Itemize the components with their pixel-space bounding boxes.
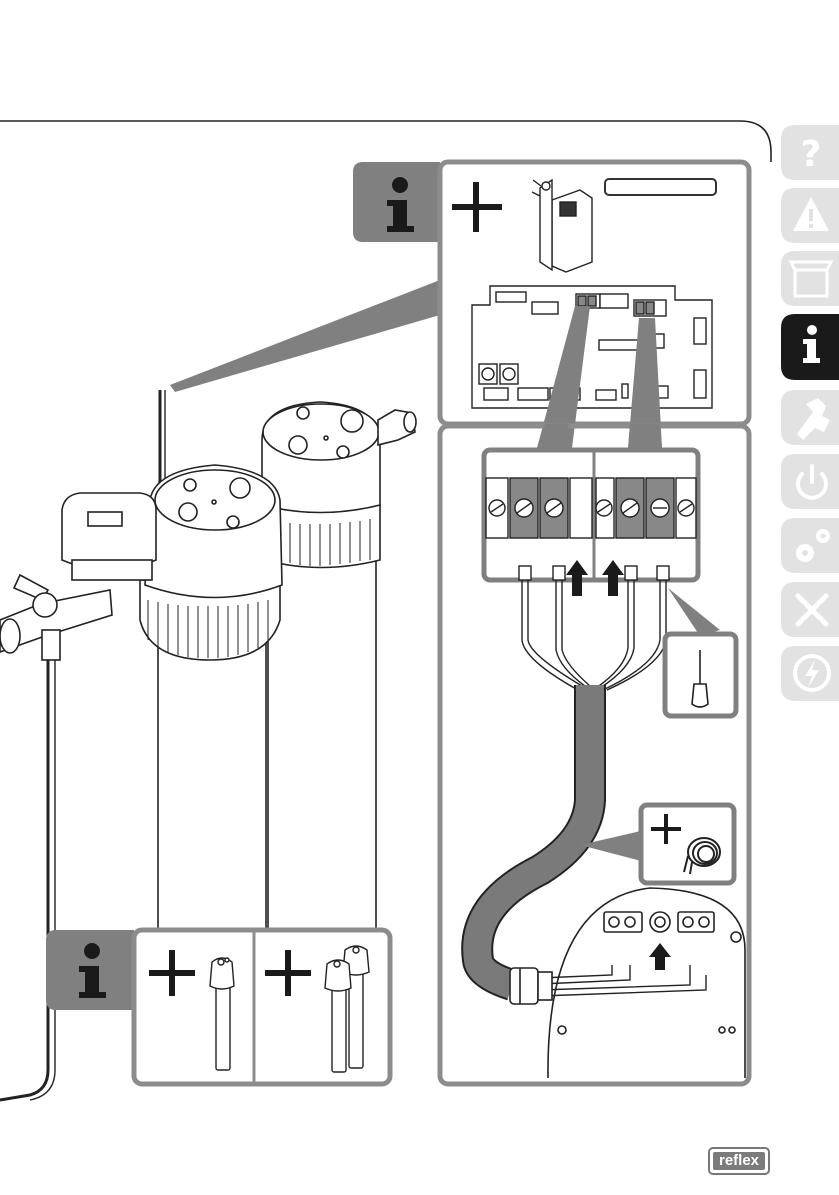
question-icon: ? bbox=[801, 134, 822, 175]
circuit-board bbox=[472, 286, 712, 408]
model-label-box bbox=[604, 178, 717, 196]
terminal-zoom-box bbox=[484, 450, 698, 580]
page-frame-line bbox=[0, 121, 771, 162]
tab-safety[interactable] bbox=[781, 188, 839, 243]
tab-unpacking[interactable] bbox=[781, 251, 839, 306]
tab-settings[interactable] bbox=[781, 518, 839, 573]
side-nav: ? bbox=[781, 125, 839, 701]
cable-gland bbox=[510, 968, 552, 1004]
tab-help[interactable]: ? bbox=[781, 125, 839, 180]
wires bbox=[519, 566, 669, 690]
brand-logo-text: reflex bbox=[713, 1152, 765, 1170]
tab-info[interactable] bbox=[781, 314, 839, 380]
tab-faults[interactable] bbox=[781, 646, 839, 701]
tab-installation[interactable] bbox=[781, 390, 839, 445]
tab-commissioning[interactable] bbox=[781, 454, 839, 509]
ferrule-callout-wedge bbox=[668, 588, 720, 636]
cable-callout-box bbox=[641, 805, 734, 883]
brand-logo: reflex bbox=[708, 1147, 770, 1175]
tab-maintenance[interactable] bbox=[781, 582, 839, 637]
callout-wedge bbox=[170, 280, 440, 392]
